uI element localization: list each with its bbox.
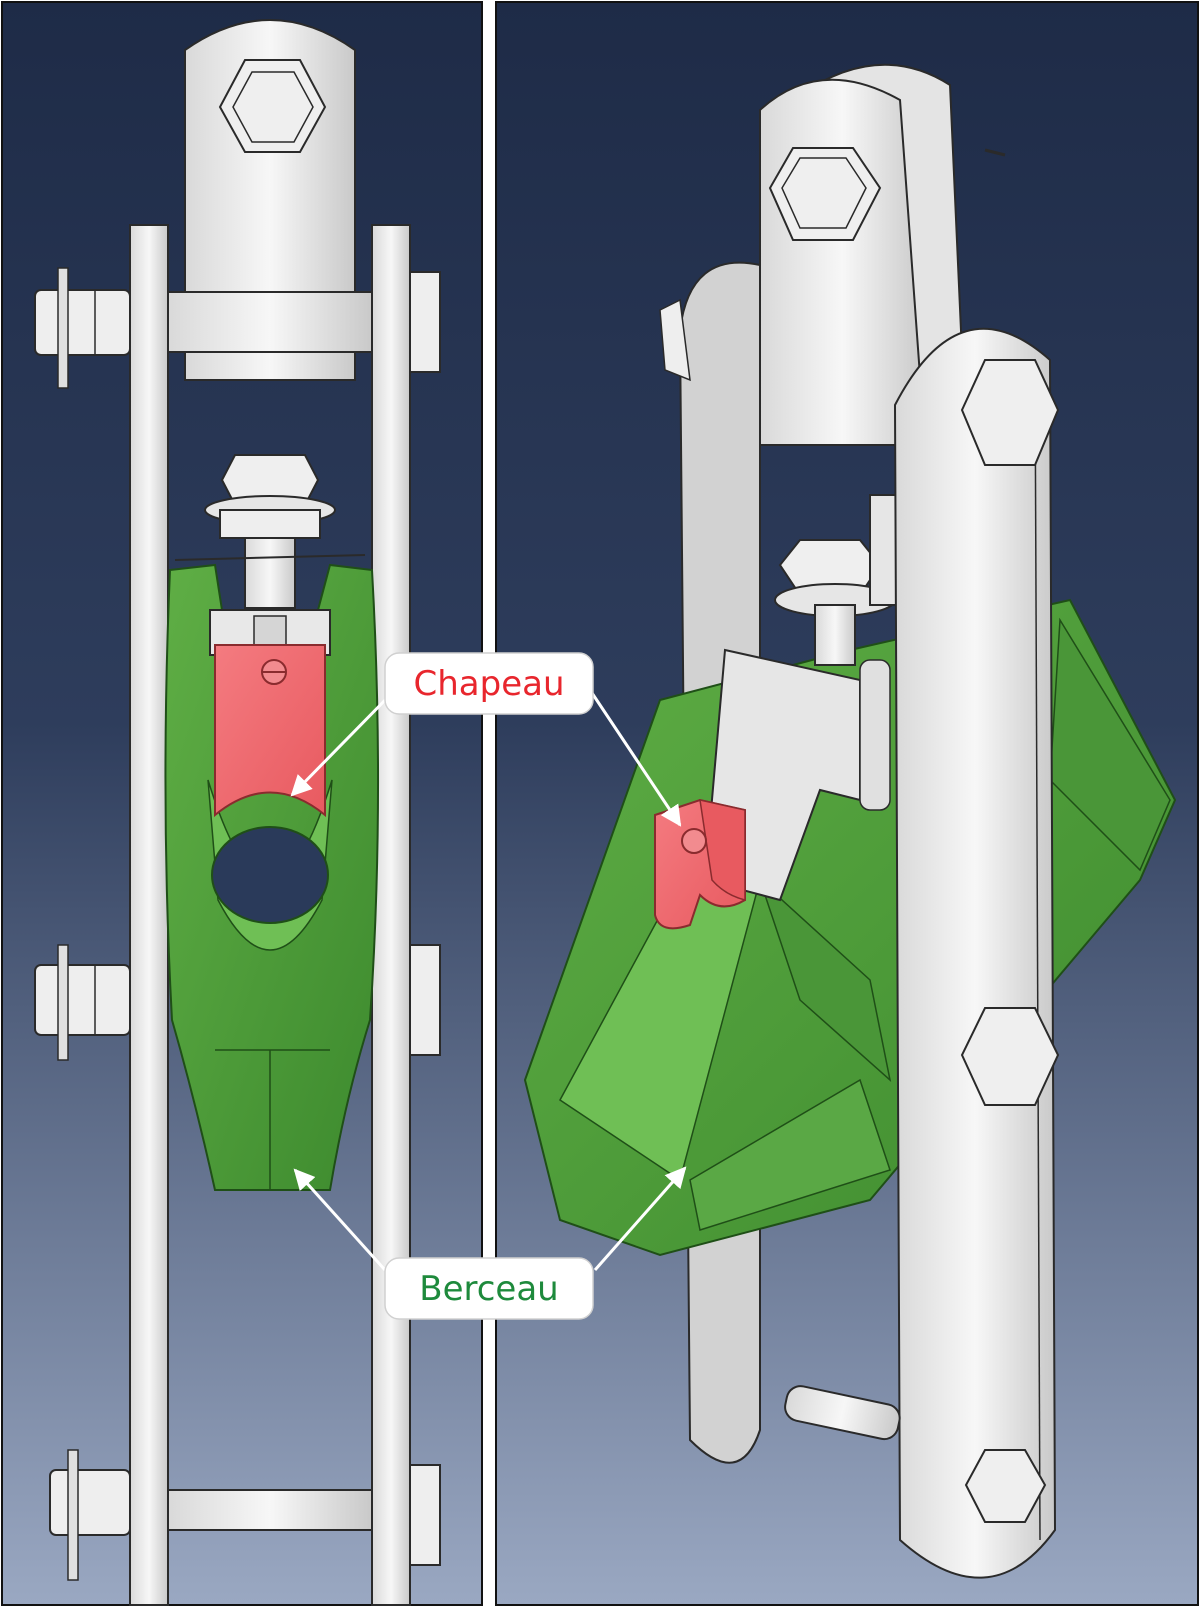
arrow-icon (293, 1168, 387, 1272)
arrow-icon (593, 1166, 687, 1271)
arrow-icon (290, 688, 397, 797)
berceau-label: Berceau (419, 1269, 558, 1309)
chapeau-label: Chapeau (413, 664, 564, 704)
berceau-label-box (384, 1257, 594, 1320)
left-panel (1, 1, 483, 1606)
callouts: Chapeau Berceau (290, 652, 687, 1320)
chapeau-label-box (384, 652, 594, 715)
right-panel (495, 1, 1199, 1606)
arrow-icon (588, 689, 682, 827)
